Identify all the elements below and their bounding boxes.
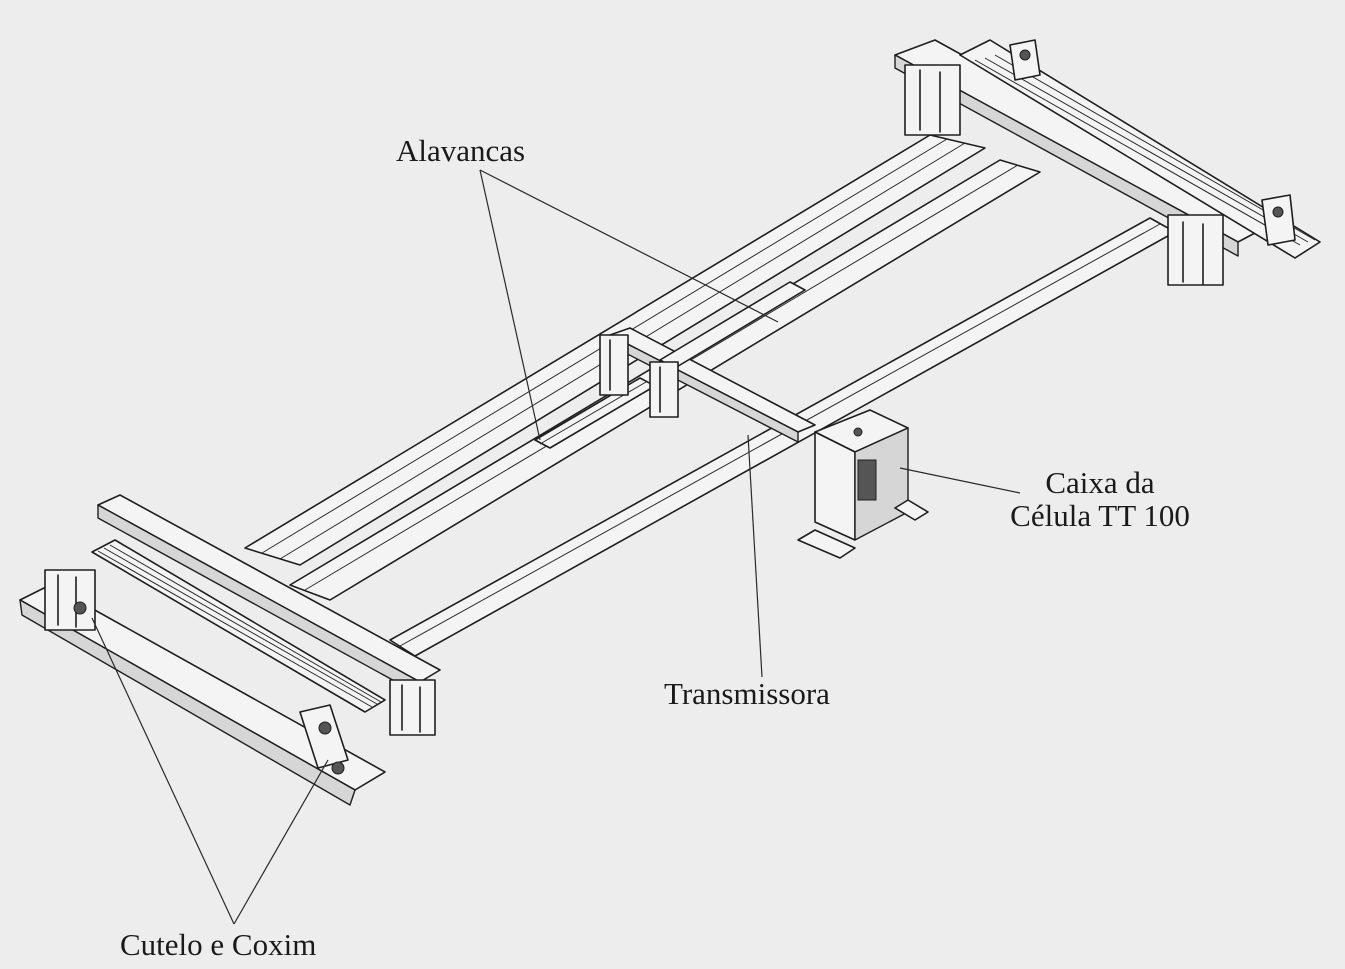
label-caixa-celula: Caixa da Célula TT 100 [980, 466, 1220, 532]
label-transmissora: Transmissora [664, 676, 830, 711]
load-cell-box [797, 409, 929, 559]
far-cross-assembly [894, 39, 1321, 286]
leader-cutelo-2 [233, 759, 329, 925]
label-caixa-line2: Célula TT 100 [1010, 498, 1190, 533]
near-cross-assembly [19, 494, 441, 806]
near-knife-support-right [299, 704, 349, 769]
near-bracket-right [389, 679, 436, 736]
leader-alavancas-2 [479, 169, 779, 323]
leader-alavancas-1 [479, 169, 541, 441]
cell-box-foot-2 [894, 499, 929, 521]
leader-caixa [899, 467, 1021, 494]
far-bracket-left [904, 64, 961, 136]
label-caixa-line1: Caixa da [1045, 465, 1155, 500]
leader-transmissora [747, 434, 763, 678]
cell-box-left [814, 431, 856, 541]
leader-lines [91, 169, 1021, 925]
label-cutelo-coxim: Cutelo e Coxim [120, 927, 317, 962]
leader-cutelo-1 [91, 617, 235, 925]
mid-bracket-2 [649, 361, 679, 418]
far-bracket-right [1167, 214, 1224, 286]
mid-bracket-1 [599, 334, 629, 396]
cell-box-foot-1 [797, 529, 856, 559]
near-bracket-left [44, 569, 96, 631]
far-knife-support-2 [1261, 194, 1296, 246]
middle-cross-assembly [534, 281, 816, 449]
label-alavancas: Alavancas [396, 133, 526, 168]
